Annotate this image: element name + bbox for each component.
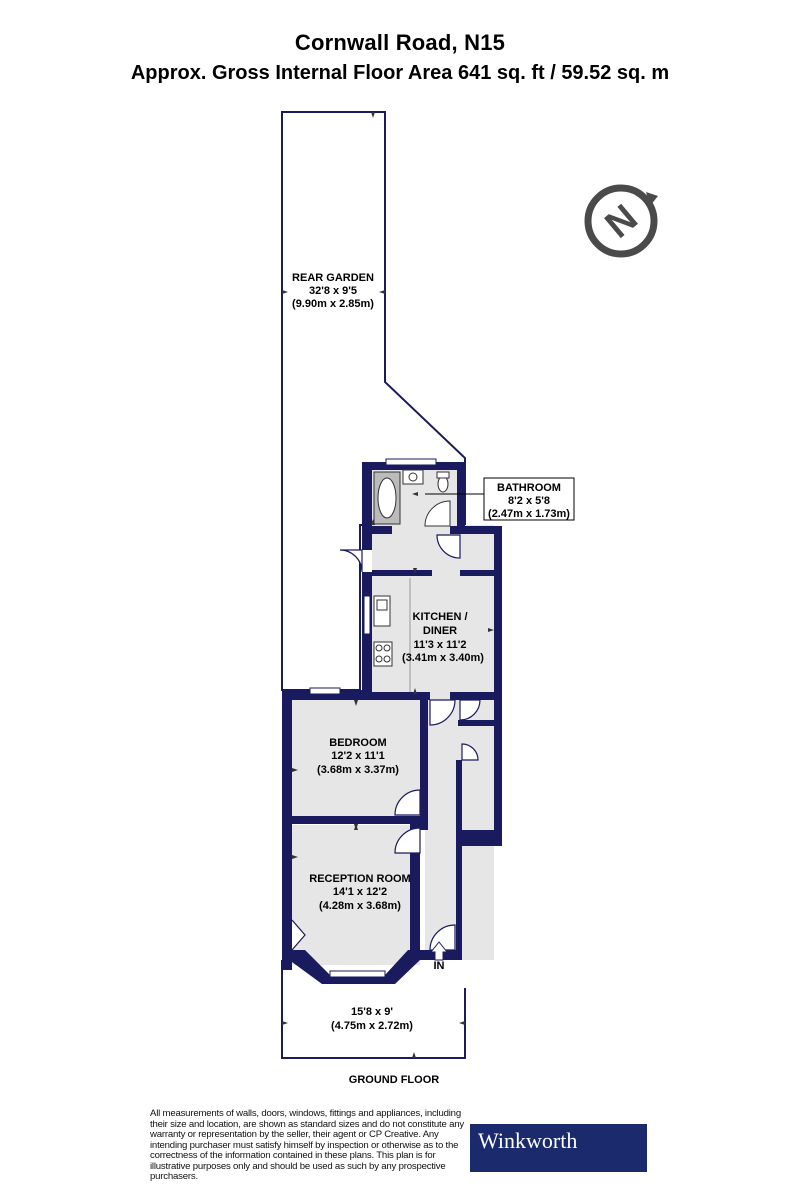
bathroom-callout-box xyxy=(483,477,575,521)
door-swings xyxy=(291,534,481,951)
winkworth-logo: Winkworth xyxy=(470,1124,647,1172)
windows xyxy=(309,458,437,978)
disclaimer-text: All measurements of walls, doors, window… xyxy=(150,1108,464,1182)
floor-label: GROUND FLOOR xyxy=(349,1074,439,1086)
reception-metric: (4.28m x 3.68m) xyxy=(319,900,401,912)
bathroom-metric: (2.47m x 1.73m) xyxy=(488,508,570,520)
plan-title: Cornwall Road, N15 xyxy=(294,30,506,55)
kitchen-name-2: DINER xyxy=(423,625,457,637)
compass-icon: N xyxy=(584,184,658,258)
rear-garden-metric: (9.90m x 2.85m) xyxy=(292,298,374,310)
bathroom-fixtures xyxy=(373,469,451,527)
reception-name: RECEPTION ROOM xyxy=(309,873,410,885)
bedroom-metric: (3.68m x 3.37m) xyxy=(317,764,399,776)
entrance-label: IN xyxy=(434,960,445,972)
kitchen-name: KITCHEN / xyxy=(413,611,468,623)
bedroom-imperial: 12'2 x 11'1 xyxy=(331,750,385,762)
front-garden-imperial: 15'8 x 9' xyxy=(351,1006,393,1018)
bathroom-imperial: 8'2 x 5'8 xyxy=(508,495,550,507)
bathroom-name: BATHROOM xyxy=(497,482,561,494)
bedroom-name: BEDROOM xyxy=(329,737,386,749)
front-garden-metric: (4.75m x 2.72m) xyxy=(331,1020,413,1032)
floor-area-subtitle: Approx. Gross Internal Floor Area 641 sq… xyxy=(130,62,670,84)
interior-floor xyxy=(290,470,494,965)
rear-garden-imperial: 32'8 x 9'5 xyxy=(309,285,357,297)
rear-garden-name: REAR GARDEN xyxy=(292,272,374,284)
kitchen-imperial: 11'3 x 11'2 xyxy=(414,639,467,651)
entrance-arrow-icon xyxy=(429,941,449,961)
kitchen-metric: (3.41m x 3.40m) xyxy=(402,652,484,664)
kitchen-fixtures xyxy=(373,578,411,692)
measurement-ticks xyxy=(282,112,494,1058)
reception-imperial: 14'1 x 12'2 xyxy=(333,886,387,898)
